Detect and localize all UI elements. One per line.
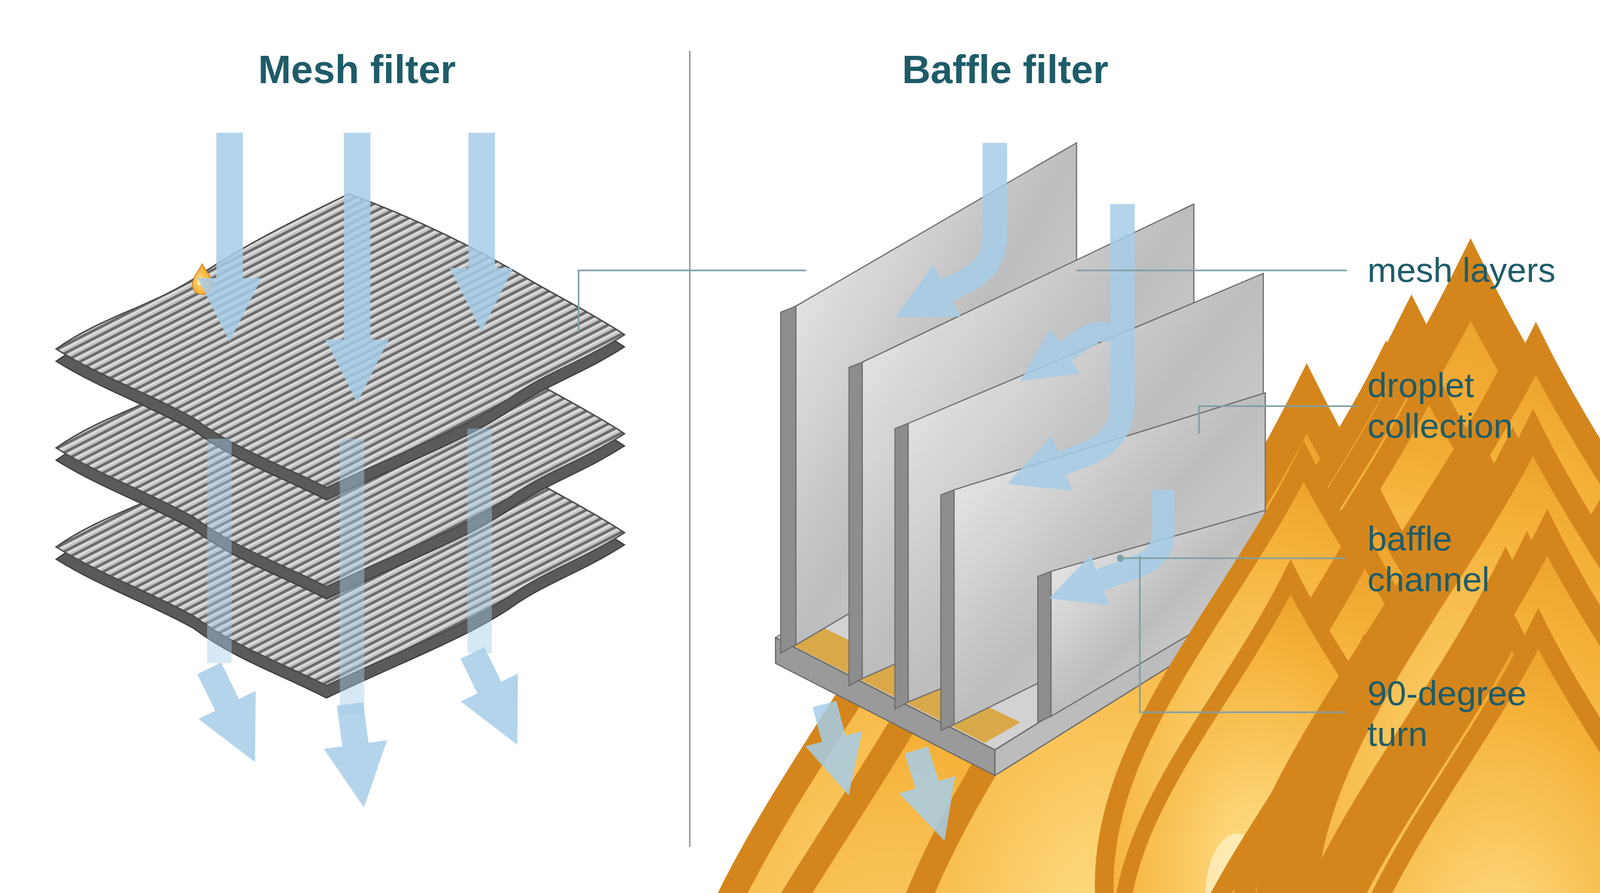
airflow-arrow [1056, 332, 1108, 357]
leader-line [1139, 556, 1345, 713]
plate-edge [1037, 571, 1052, 723]
airflow-arrow [350, 704, 357, 757]
leader-line [1076, 269, 1348, 272]
mesh-airflow [209, 132, 495, 757]
airflow-arrow [916, 750, 931, 796]
panel-heading: Mesh filter [182, 45, 532, 93]
plate-edge [848, 362, 863, 686]
airflow-arrow [936, 143, 995, 296]
plate-edge [940, 489, 955, 731]
through-flow [219, 428, 480, 714]
leader-line [1122, 557, 1346, 560]
airflow-arrow [1089, 489, 1163, 584]
airflow-arrow [1051, 204, 1123, 468]
divider-line [688, 51, 691, 848]
oil-droplet [1338, 629, 1600, 893]
oil-droplet [192, 263, 213, 295]
airflow-arrow [209, 668, 233, 717]
airflow-arrow [472, 652, 496, 699]
callout-label: 90-degree turn [1367, 673, 1566, 755]
callout-label: baffle channel [1367, 518, 1566, 600]
plate-edge [780, 306, 796, 654]
panel-heading: Baffle filter [830, 45, 1180, 93]
baffle-airflow [824, 143, 1164, 796]
leader-lines [1076, 270, 1358, 713]
leader-line [578, 270, 806, 332]
airflow-arrow [343, 132, 371, 352]
leader-dot [1116, 554, 1124, 562]
callout-label: mesh layers [1367, 250, 1566, 291]
leader-line [1198, 406, 1357, 434]
flow-band [206, 438, 232, 664]
plate-edge [894, 423, 909, 709]
baffle-droplets [1104, 348, 1600, 893]
airflow-arrow [824, 704, 837, 750]
flow-band [339, 438, 364, 715]
airflow-arrow [468, 132, 496, 281]
callout-label: droplet collection [1367, 365, 1566, 447]
airflow-arrow [216, 132, 244, 291]
flow-band [467, 428, 492, 653]
